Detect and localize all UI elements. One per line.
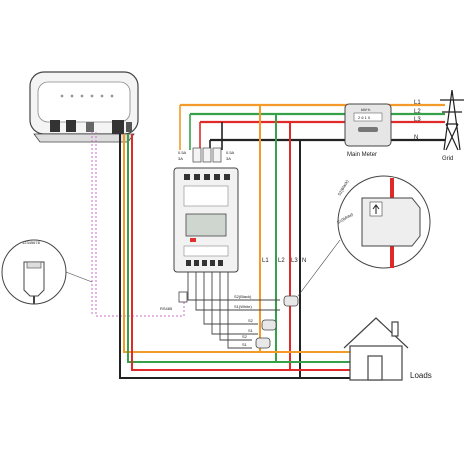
rj45-detail: [1, 239, 67, 305]
breaker-left-top: 0.5A: [178, 150, 187, 155]
grid-tower-icon: [440, 89, 464, 151]
ct-label-s2-black: S2(Black): [234, 294, 252, 299]
grid-line-l1: L1: [414, 100, 421, 106]
grid-line-n: N: [414, 135, 418, 141]
ct-label-s2b: S2: [242, 334, 248, 339]
breakers: [192, 147, 222, 163]
ct-wires: [187, 272, 280, 349]
inverter: [29, 71, 139, 143]
grid-line-l2: L2: [414, 109, 421, 115]
phase-label-n: N: [302, 258, 306, 264]
breaker-right-top: 0.5A: [226, 150, 235, 155]
main-meter-label: Main Meter: [347, 152, 377, 158]
rs485-cable: [91, 132, 185, 317]
grid-label: Grid: [442, 156, 453, 162]
breaker-left-bottom: 3A: [178, 156, 183, 161]
ct-label-s1: S1: [248, 328, 254, 333]
loads-house-icon: [343, 317, 409, 381]
breaker-right-bottom: 3A: [226, 156, 231, 161]
ct-clamps: [255, 295, 299, 349]
inverter-output: [119, 134, 350, 379]
loads-label: Loads: [410, 371, 432, 380]
rs485-connector: [178, 291, 188, 303]
phase-label-l2: L2: [278, 258, 285, 264]
main-meter: [344, 103, 392, 147]
breaker-feeds: [179, 105, 223, 150]
ct-label-s2: S2: [248, 318, 254, 323]
rj45-pin-numbers: 12345678: [22, 240, 41, 245]
ct-label-s1-white: S1(White): [234, 304, 252, 309]
main-meter-unit: kW·h: [361, 107, 370, 112]
phase-label-l3: L3: [291, 258, 298, 264]
phase-label-l1: L1: [262, 258, 269, 264]
grid-line-l3: L3: [414, 117, 421, 123]
ct-label-s1b: S1: [242, 342, 248, 347]
main-meter-reading: 2 6 1 0: [358, 115, 371, 120]
energy-meter: [173, 167, 239, 273]
ct-detail: [337, 175, 431, 269]
phase-drops: [259, 105, 301, 378]
grid-bus: [180, 103, 445, 142]
rs485-label: RS485: [160, 306, 173, 311]
